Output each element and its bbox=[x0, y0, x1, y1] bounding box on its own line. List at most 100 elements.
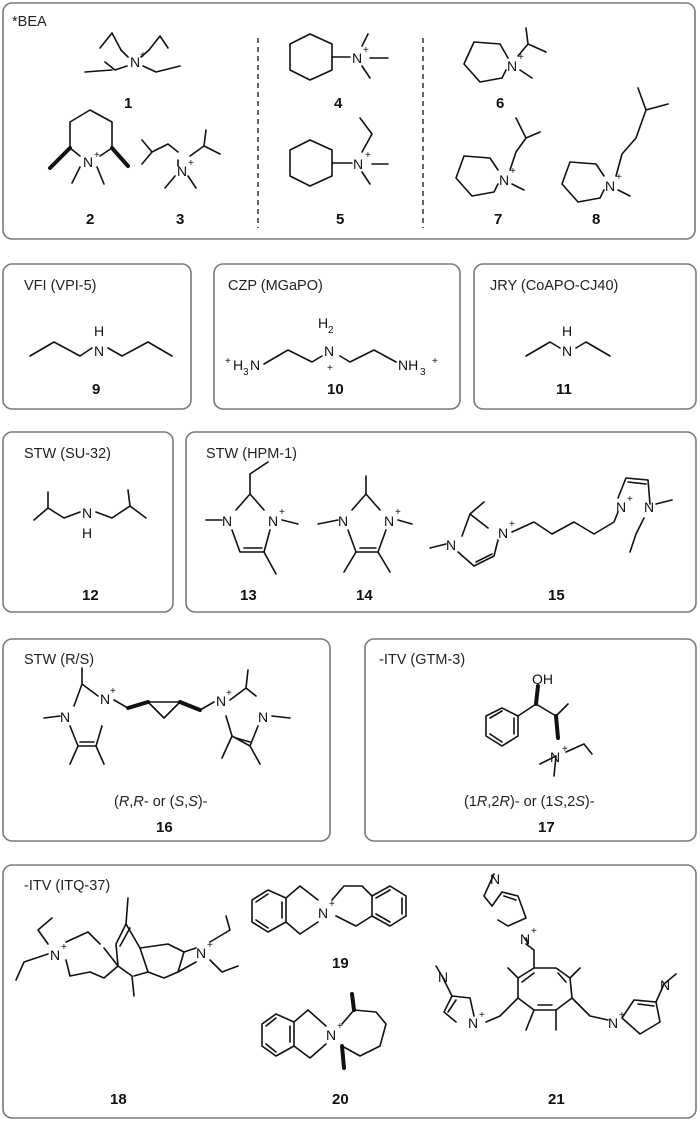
compound-17-structure: OH N + bbox=[485, 671, 593, 777]
compound-number: 8 bbox=[592, 211, 600, 228]
svg-text:N: N bbox=[94, 343, 104, 359]
svg-text:N: N bbox=[384, 513, 394, 529]
panel-stw-rs: STW (R/S) N N + N + N (R,R- or (S,S)- 16 bbox=[2, 638, 331, 842]
svg-text:H: H bbox=[318, 315, 328, 331]
panel-title: STW (R/S) bbox=[24, 652, 94, 668]
svg-text:+: + bbox=[279, 507, 285, 518]
svg-text:N: N bbox=[498, 525, 508, 541]
compound-3-structure: N + bbox=[141, 129, 221, 189]
compound-6-structure: N + bbox=[463, 27, 547, 83]
svg-text:+: + bbox=[225, 356, 231, 367]
compound-11-structure: N H bbox=[525, 323, 611, 359]
panel-stw-hpm1: STW (HPM-1) N N + 13 N N + bbox=[185, 431, 697, 613]
compound-12-structure: N H bbox=[33, 489, 147, 541]
svg-text:+: + bbox=[337, 1021, 343, 1032]
svg-text:+: + bbox=[479, 1010, 485, 1021]
compound-number: 10 bbox=[327, 381, 344, 398]
panel-title: VFI (VPI-5) bbox=[24, 278, 97, 294]
stereo-label: (R,R- or (S,S)- bbox=[114, 794, 208, 810]
svg-text:+: + bbox=[327, 363, 333, 374]
compound-number: 13 bbox=[240, 587, 257, 604]
compound-number: 14 bbox=[356, 587, 373, 604]
svg-text:+: + bbox=[329, 899, 335, 910]
compound-14-structure: N N + bbox=[317, 475, 413, 573]
panel-czp: CZP (MGaPO) + H 3 N N H 2 + NH 3 + 10 bbox=[213, 263, 461, 410]
compound-number: 2 bbox=[86, 211, 94, 228]
svg-text:+: + bbox=[562, 744, 568, 755]
svg-text:N: N bbox=[177, 163, 187, 179]
svg-text:N: N bbox=[50, 947, 60, 963]
svg-text:N: N bbox=[660, 977, 670, 993]
svg-text:N: N bbox=[83, 154, 93, 170]
compound-19-structure: N + bbox=[251, 885, 407, 935]
svg-text:H: H bbox=[94, 323, 104, 339]
compound-number: 3 bbox=[176, 211, 184, 228]
compound-number: 18 bbox=[110, 1091, 127, 1108]
svg-text:+: + bbox=[226, 688, 232, 699]
svg-text:N: N bbox=[446, 537, 456, 553]
svg-text:N: N bbox=[82, 505, 92, 521]
svg-text:N: N bbox=[338, 513, 348, 529]
svg-text:3: 3 bbox=[243, 367, 249, 378]
panel-title: -ITV (ITQ-37) bbox=[24, 878, 110, 894]
panel-bea: *BEA N + 1 N + 2 bbox=[2, 2, 696, 240]
svg-text:+: + bbox=[518, 52, 524, 63]
svg-text:N: N bbox=[130, 54, 140, 70]
panel-itv-gtm3: -ITV (GTM-3) OH N + (1R,2R)- or (1S,2S)-… bbox=[364, 638, 697, 842]
compound-number: 1 bbox=[124, 95, 132, 112]
panel-title: STW (HPM-1) bbox=[206, 446, 297, 462]
compound-7-structure: N + bbox=[455, 117, 541, 197]
svg-text:+: + bbox=[531, 926, 537, 937]
compound-number: 7 bbox=[494, 211, 502, 228]
compound-21-structure: N N + N N + N + N bbox=[435, 871, 677, 1035]
svg-text:N: N bbox=[550, 749, 560, 765]
svg-text:N: N bbox=[520, 931, 530, 947]
panel-title: -ITV (GTM-3) bbox=[379, 652, 465, 668]
svg-text:+: + bbox=[395, 507, 401, 518]
compound-18-structure: N + N + bbox=[15, 897, 239, 997]
svg-text:+: + bbox=[365, 150, 371, 161]
svg-text:H: H bbox=[562, 323, 572, 339]
svg-text:+: + bbox=[363, 45, 369, 56]
panel-title: STW (SU-32) bbox=[24, 446, 111, 462]
svg-text:N: N bbox=[318, 905, 328, 921]
panel-jry: JRY (CoAPO-CJ40) N H 11 bbox=[473, 263, 697, 410]
svg-text:+: + bbox=[61, 942, 67, 953]
compound-number: 9 bbox=[92, 381, 100, 398]
compound-number: 20 bbox=[332, 1091, 349, 1108]
panel-itv-itq37: -ITV (ITQ-37) N + N + 18 bbox=[2, 864, 697, 1119]
svg-text:N: N bbox=[605, 178, 615, 194]
svg-text:N: N bbox=[258, 709, 268, 725]
svg-text:+: + bbox=[619, 1010, 625, 1021]
stereo-label: (1R,2R)- or (1S,2S)- bbox=[464, 794, 595, 810]
svg-text:+: + bbox=[616, 172, 622, 183]
compound-9-structure: N H bbox=[29, 323, 173, 359]
compound-number: 21 bbox=[548, 1091, 565, 1108]
svg-text:+: + bbox=[94, 150, 100, 161]
panel-stw-su32: STW (SU-32) N H 12 bbox=[2, 431, 174, 613]
compound-number: 15 bbox=[548, 587, 565, 604]
compound-15-structure: N N + N + N bbox=[429, 477, 673, 567]
svg-text:H: H bbox=[233, 357, 243, 373]
svg-text:+: + bbox=[207, 940, 213, 951]
compound-number: 4 bbox=[334, 95, 343, 112]
svg-text:N: N bbox=[222, 513, 232, 529]
svg-text:N: N bbox=[196, 945, 206, 961]
compound-16-structure: N N + N + N bbox=[43, 667, 291, 765]
panel-vfi: VFI (VPI-5) N H 9 bbox=[2, 263, 192, 410]
panel-title: *BEA bbox=[12, 14, 47, 30]
svg-text:N: N bbox=[326, 1027, 336, 1043]
svg-text:+: + bbox=[140, 50, 146, 61]
svg-text:+: + bbox=[510, 166, 516, 177]
svg-text:+: + bbox=[432, 356, 438, 367]
svg-text:+: + bbox=[188, 158, 194, 169]
svg-text:N: N bbox=[468, 1015, 478, 1031]
compound-number: 17 bbox=[538, 819, 555, 836]
compound-5-structure: N + bbox=[289, 117, 389, 187]
compound-number: 11 bbox=[556, 381, 572, 398]
svg-text:N: N bbox=[353, 156, 363, 172]
compound-1-structure: N + bbox=[84, 32, 181, 73]
svg-text:N: N bbox=[507, 58, 517, 74]
